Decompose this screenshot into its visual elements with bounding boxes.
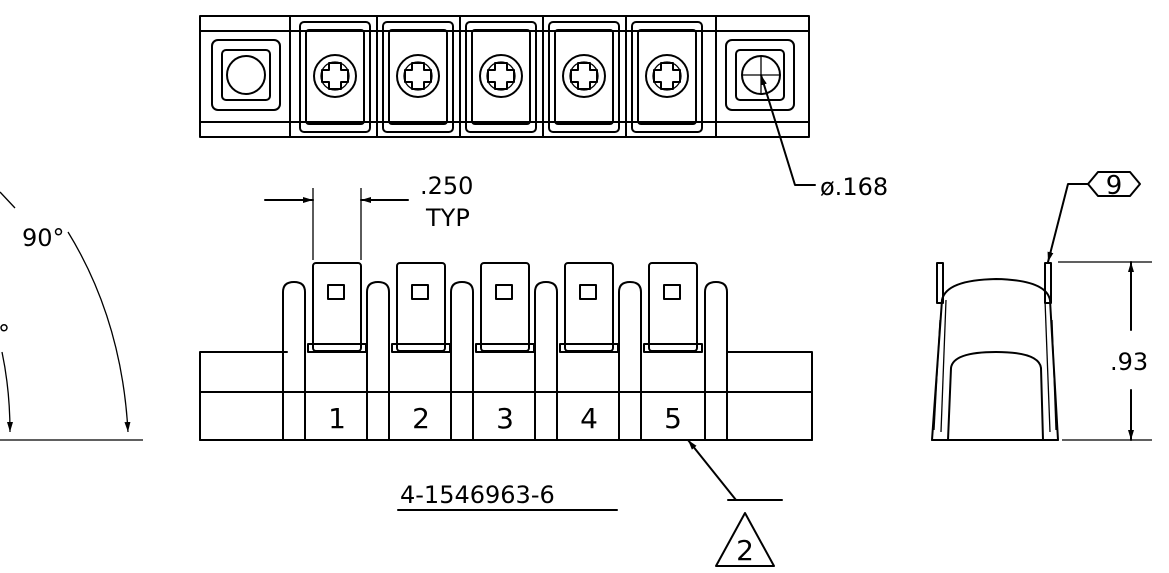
side-view: .93 9 — [931, 171, 1152, 441]
pitch-dimension: .250 TYP — [264, 172, 473, 260]
tab-terminal-2 — [391, 262, 451, 353]
hole-diameter-label: ø.168 — [820, 173, 888, 201]
terminal-number-3: 3 — [496, 402, 514, 435]
screw-head-icon — [645, 54, 689, 98]
note-flag-label: 2 — [736, 534, 754, 567]
terminal-number-2: 2 — [412, 402, 430, 435]
note-flag-callout: 2 — [687, 439, 783, 567]
terminal-number-5: 5 — [664, 402, 682, 435]
angle-detail: 90° ° — [0, 191, 143, 441]
terminal-number-1: 1 — [328, 402, 346, 435]
item-balloon-callout: 9 — [1047, 171, 1141, 263]
part-number: 4-1546963-6 — [400, 481, 555, 509]
angle-90-label: 90° — [22, 224, 65, 252]
top-left-end-cell — [211, 39, 281, 111]
top-screw-cell-3 — [465, 21, 537, 133]
note-flag-triangle-icon — [715, 512, 775, 567]
terminal-number-4: 4 — [580, 402, 598, 435]
tab-terminal-3 — [475, 262, 535, 353]
top-right-end-cell — [725, 39, 795, 111]
barrier-posts — [282, 281, 728, 441]
tab-terminal-5 — [643, 262, 703, 353]
item-balloon-label: 9 — [1106, 171, 1123, 201]
hole-diameter-callout: ø.168 — [760, 74, 888, 201]
height-value-label: .93 — [1110, 348, 1148, 376]
top-view: ø.168 — [199, 15, 888, 201]
tab-terminal-4 — [559, 262, 619, 353]
top-screw-cell-4 — [548, 21, 620, 133]
top-screw-cell-2 — [382, 21, 454, 133]
screw-head-icon — [313, 54, 357, 98]
screw-head-icon — [396, 54, 440, 98]
tab-terminal-1 — [307, 262, 367, 353]
top-screw-cell-5 — [631, 21, 703, 133]
angle-partial-label: ° — [0, 320, 10, 348]
height-dimension: .93 — [1058, 261, 1152, 441]
top-separators — [289, 15, 717, 138]
top-screw-cell-1 — [299, 21, 371, 133]
front-view: 1 2 3 4 5 .250 TYP 4-1546963-6 2 — [199, 172, 813, 567]
pitch-value-label: .250 — [420, 172, 473, 200]
screw-head-icon — [479, 54, 523, 98]
pitch-note-label: TYP — [425, 204, 470, 232]
item-balloon-icon — [1087, 171, 1141, 197]
screw-head-icon — [562, 54, 606, 98]
